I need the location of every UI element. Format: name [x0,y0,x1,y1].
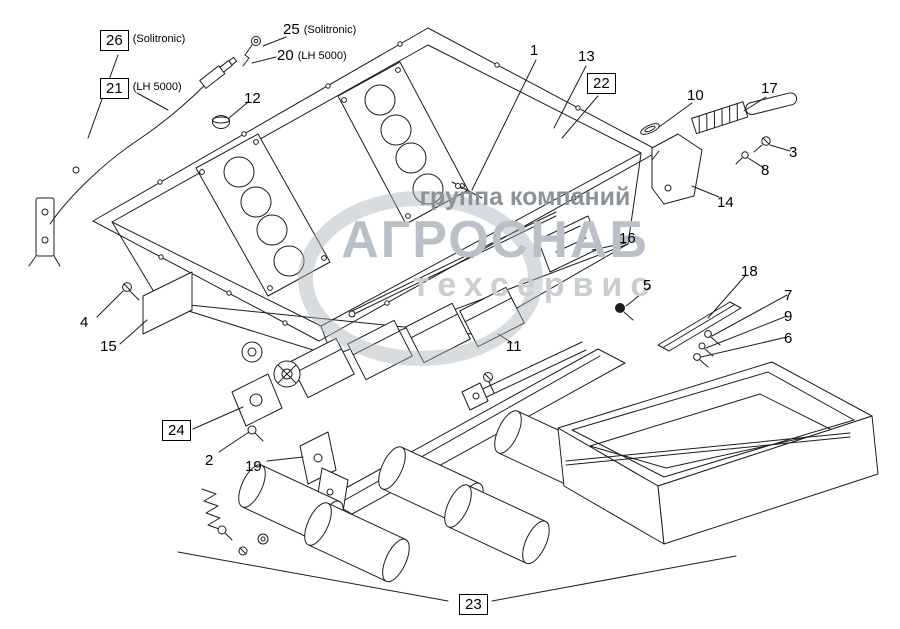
callout-17: 17 [761,80,778,97]
callout-number: 8 [761,162,770,179]
callout-number: 3 [789,144,798,161]
callout-2: 2 [205,452,213,469]
metering-units [231,286,525,427]
callout-number: 7 [784,287,793,304]
callout-13: 13 [578,48,595,65]
callout-26: 26 (Solitronic) [100,30,186,52]
callout-number: 9 [784,308,793,325]
callout-12: 12 [244,90,261,107]
callout-variant-label: (LH 5000) [297,50,347,62]
screw-2 [247,425,264,442]
callout-number: 2 [205,452,214,469]
screws-7-9-6 [693,330,721,368]
sensor-cable-assembly [28,56,238,267]
callout-number: 26 [100,30,129,52]
callout-22: 22 [587,73,616,95]
callout-number: 20 [277,47,294,64]
sensor-25 [242,36,261,67]
callout-number: 11 [506,338,522,355]
callout-variant-label: (Solitronic) [303,24,357,36]
callout-7: 7 [784,287,792,304]
callout-variant-label: (Solitronic) [132,33,186,45]
callout-number: 21 [100,78,129,100]
callout-14: 14 [717,194,734,211]
callout-3: 3 [789,144,797,161]
callout-9: 9 [784,308,792,325]
bolt-5 [615,303,634,321]
callout-15: 15 [100,338,117,355]
callout-number: 19 [245,458,262,475]
callout-19: 19 [245,458,262,475]
callout-16: 16 [619,230,636,247]
screw-8 [735,151,749,165]
hopper-lid [92,27,660,342]
callout-21: 21 (LH 5000) [100,78,182,100]
callout-number: 24 [162,420,191,442]
roller [444,484,550,565]
plug-12 [212,115,230,129]
spring-and-screws [201,488,269,556]
lid-hatch-left [195,133,331,297]
leader-lines [87,36,791,462]
calibration-tray [557,361,879,545]
rollers [238,410,600,583]
callout-number: 14 [717,194,734,211]
callout-number: 15 [100,338,117,355]
callout-number: 6 [784,330,793,347]
scraper-18 [657,301,742,352]
roller [304,502,410,583]
callout-number: 23 [459,594,488,616]
callout-number: 10 [687,87,704,104]
callout-18: 18 [741,263,758,280]
screw-3 [753,136,771,153]
spring-17 [691,92,798,135]
callout-11: 11 [506,338,522,355]
pin-10 [640,123,660,135]
callout-number: 18 [741,263,758,280]
callout-number: 4 [80,314,89,331]
callout-24: 24 [162,420,191,442]
callout-number: 16 [619,230,636,247]
side-plate-16 [537,215,601,273]
callout-25: 25 (Solitronic) [283,21,356,38]
mount-bracket-14 [651,133,703,205]
callout-number: 12 [244,90,261,107]
callout-number: 25 [283,21,300,38]
screw-4 [122,282,140,301]
callout-number: 17 [761,80,778,97]
callout-20: 20 (LH 5000) [277,47,347,64]
callout-23: 23 [459,594,488,616]
callout-number: 5 [643,277,652,294]
callout-number: 13 [578,48,595,65]
upper-frame-bar [461,341,587,411]
side-plate-15 [142,271,193,335]
callout-4: 4 [80,314,88,331]
callout-10: 10 [687,87,704,104]
callout-variant-label: (LH 5000) [132,81,182,93]
lid-hatch-right [337,61,469,225]
callout-number: 1 [530,42,539,59]
callout-number: 22 [587,73,616,95]
callout-5: 5 [643,277,651,294]
callout-6: 6 [784,330,792,347]
bottom-bracket-lines [177,551,737,602]
callout-1: 1 [530,42,538,59]
callout-8: 8 [761,162,769,179]
